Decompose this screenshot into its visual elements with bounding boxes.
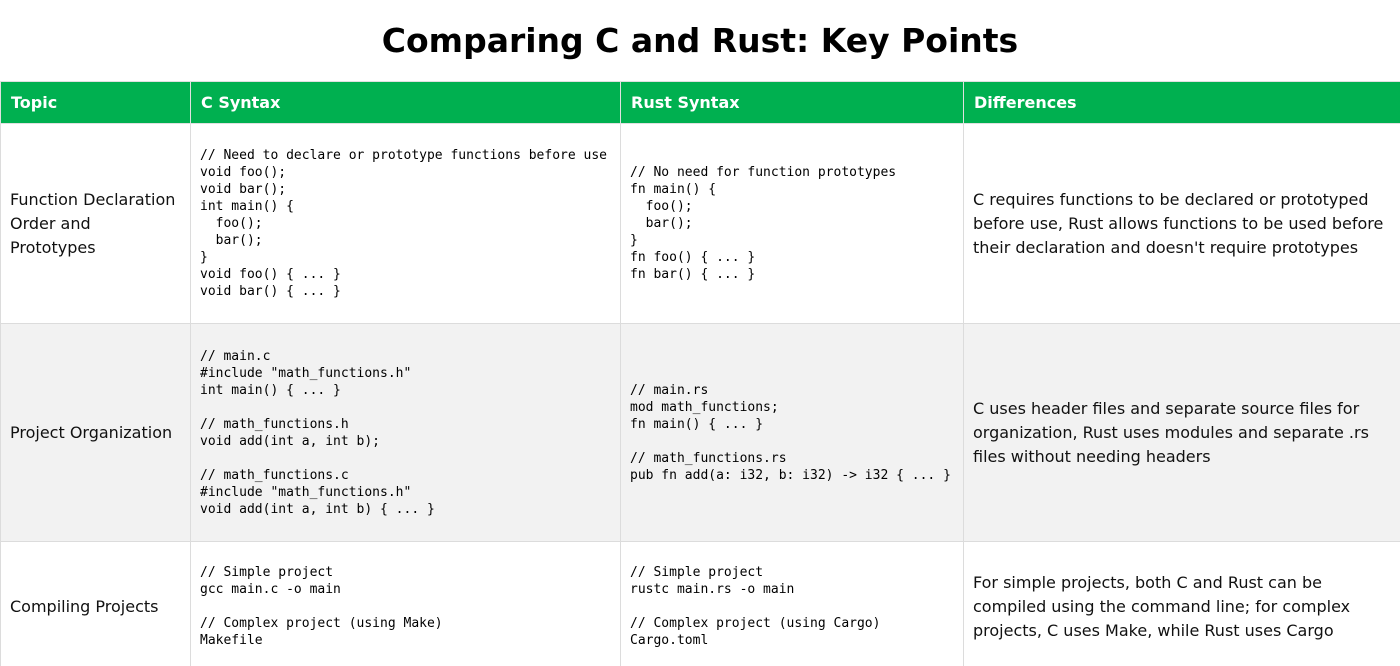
rust-code-block: // main.rs mod math_functions; fn main()… <box>630 382 951 483</box>
column-header-c-syntax: C Syntax <box>190 81 621 124</box>
column-header-differences: Differences <box>963 81 1400 124</box>
table-row: Project Organization // main.c #include … <box>0 323 1400 542</box>
differences-cell: For simple projects, both C and Rust can… <box>963 541 1400 666</box>
rust-syntax-cell: // Simple project rustc main.rs -o main … <box>620 541 964 666</box>
column-header-rust-syntax: Rust Syntax <box>620 81 964 124</box>
c-syntax-cell: // main.c #include "math_functions.h" in… <box>190 323 621 542</box>
c-syntax-cell: // Simple project gcc main.c -o main // … <box>190 541 621 666</box>
differences-cell: C requires functions to be declared or p… <box>963 123 1400 324</box>
c-code-block: // Simple project gcc main.c -o main // … <box>200 565 443 648</box>
c-syntax-cell: // Need to declare or prototype function… <box>190 123 621 324</box>
page-title: Comparing C and Rust: Key Points <box>381 20 1019 60</box>
rust-syntax-cell: // main.rs mod math_functions; fn main()… <box>620 323 964 542</box>
rust-code-block: // Simple project rustc main.rs -o main … <box>630 565 881 648</box>
table-header-row: Topic C Syntax Rust Syntax Differences <box>0 81 1400 124</box>
topic-cell: Function Declaration Order and Prototype… <box>0 123 191 324</box>
rust-code-block: // No need for function prototypes fn ma… <box>630 165 897 282</box>
rust-syntax-cell: // No need for function prototypes fn ma… <box>620 123 964 324</box>
column-header-topic: Topic <box>0 81 191 124</box>
differences-cell: C uses header files and separate source … <box>963 323 1400 542</box>
table-row: Compiling Projects // Simple project gcc… <box>0 541 1400 666</box>
table-row: Function Declaration Order and Prototype… <box>0 123 1400 324</box>
topic-cell: Compiling Projects <box>0 541 191 666</box>
c-code-block: // Need to declare or prototype function… <box>200 148 607 299</box>
topic-cell: Project Organization <box>0 323 191 542</box>
comparison-table: Topic C Syntax Rust Syntax Differences F… <box>0 81 1400 666</box>
c-code-block: // main.c #include "math_functions.h" in… <box>200 348 435 517</box>
